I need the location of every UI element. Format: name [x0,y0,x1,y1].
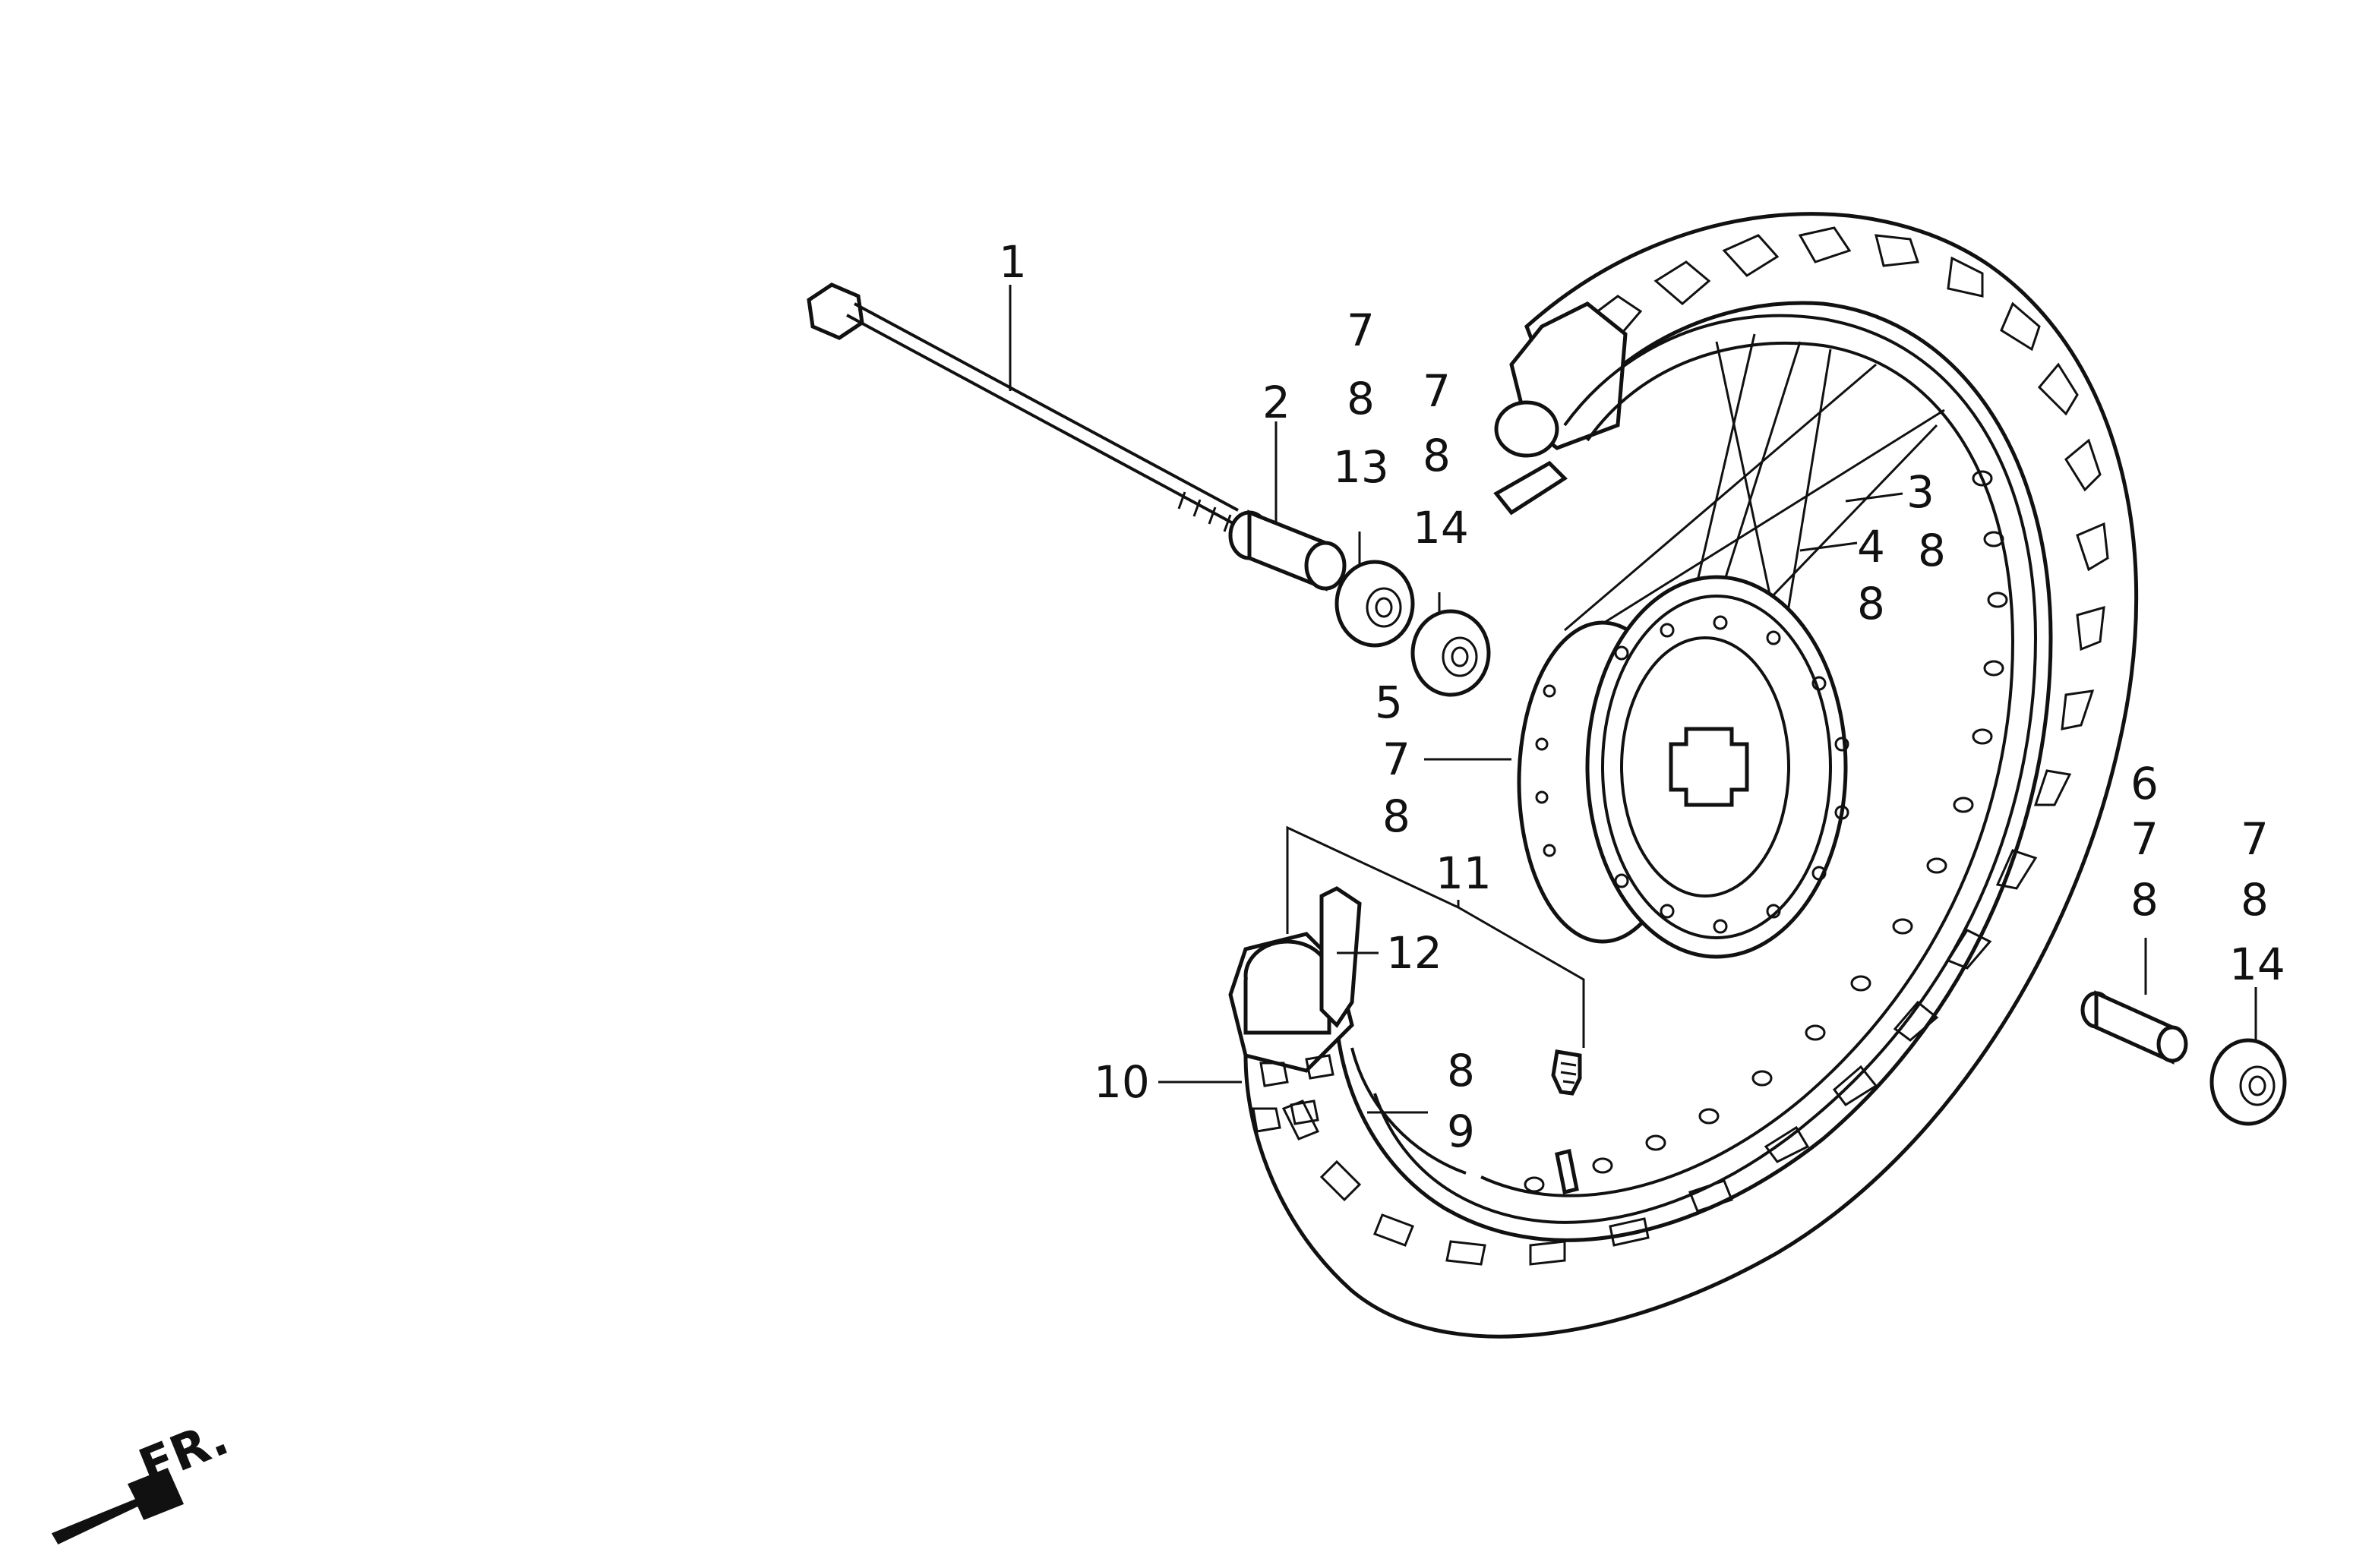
callout-8-bearing14-lower: 8 [2241,874,2269,926]
bearing-14-upper [1410,609,1491,697]
callout-8-tube: 8 [1447,1045,1475,1096]
callout-8-bearing14: 8 [1423,430,1451,481]
callout-7-bearing14: 7 [1423,365,1451,417]
side-collar [2080,990,2188,1065]
callout-7-bearing14-lower: 7 [2241,813,2269,865]
tire-section-top [1493,301,1628,516]
callout-3: 3 [1906,466,1935,518]
callout-7-hub: 7 [1382,734,1410,785]
callout-6: 6 [2130,758,2159,809]
bearing-14-lower [2209,1038,2287,1126]
callout-8-spoke3: 8 [1918,525,1946,576]
callout-labels: 1 2 3 4 5 6 7 7 7 7 7 8 8 8 8 8 8 8 8 9 … [999,236,2285,1157]
callout-11: 11 [1436,847,1492,899]
callout-12: 12 [1386,927,1442,979]
callout-1: 1 [999,236,1027,288]
tire [1243,212,2139,1339]
callout-7-collar: 7 [2130,813,2159,865]
front-direction-label: FR. [131,1410,236,1496]
callout-14-lower: 14 [2229,939,2285,990]
callout-9: 9 [1447,1106,1475,1157]
callout-2: 2 [1262,377,1290,428]
inner-tube [1350,1047,1467,1175]
callout-10: 10 [1094,1056,1150,1108]
bearing-13 [1334,560,1415,648]
callout-13: 13 [1333,441,1389,493]
callout-8-spoke4: 8 [1857,578,1885,629]
rim [1373,314,2038,1224]
callout-8-hub: 8 [1382,790,1410,842]
leader-lines [1009,285,2257,1114]
hub [1517,575,1849,959]
valve-stem [1555,1148,1579,1195]
callout-14-upper: 14 [1413,502,1469,554]
rim-band [1319,886,1362,1028]
collar [1228,510,1347,592]
front-direction-arrow-icon: FR. [51,1410,236,1544]
callout-8-collar: 8 [2130,874,2159,926]
callout-7-bearing13: 7 [1347,304,1375,356]
callout-8-bearing13: 8 [1347,373,1375,424]
valve-cap [1551,1049,1582,1096]
axle [807,282,1239,532]
callout-4: 4 [1857,521,1885,573]
callout-5: 5 [1375,677,1403,728]
